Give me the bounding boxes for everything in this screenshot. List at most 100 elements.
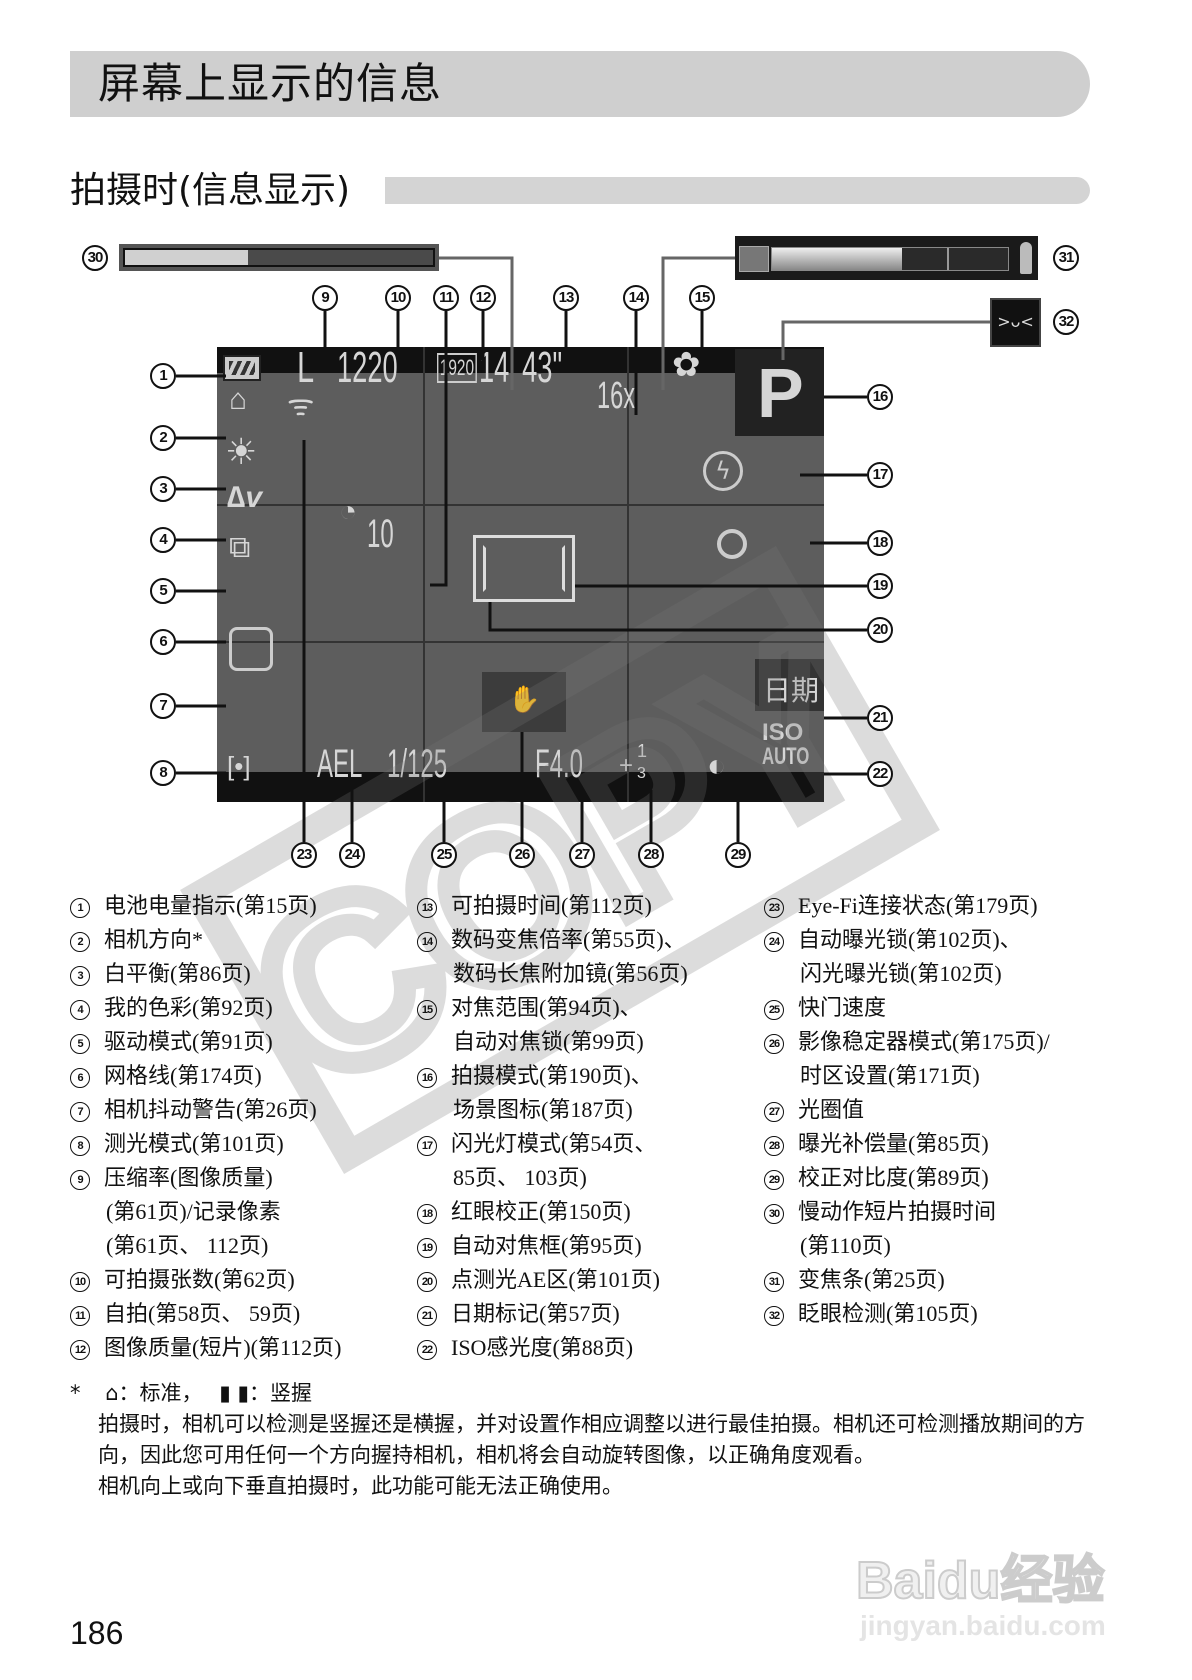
- legend-line: 29 校正对比度(第89页): [764, 1161, 989, 1195]
- legend-line: 85页、 103页): [417, 1161, 656, 1195]
- legend-number: 12: [70, 1340, 90, 1360]
- legend-number: 31: [764, 1272, 784, 1292]
- legend-text: 日期标记(第57页): [451, 1301, 620, 1326]
- camera-screen: L 1220 1920 14' 43" 16x ✿ P ⌂ ᯤ ☀ ∆v ⧉ […: [217, 347, 824, 802]
- callout-5: 5: [150, 578, 176, 604]
- image-stabilizer-box: ✋: [482, 672, 566, 732]
- callout-17: 17: [867, 462, 893, 488]
- shooting-mode-box: P: [735, 349, 824, 436]
- compression-icon: L: [297, 347, 315, 392]
- grid-line: [217, 641, 824, 643]
- battery-icon: [223, 355, 261, 381]
- legend-text: 可拍摄时间(第112页): [451, 893, 652, 918]
- legend-text: 眨眼检测(第105页): [798, 1301, 978, 1326]
- callout-11: 11: [433, 285, 459, 311]
- page-number: 186: [70, 1615, 124, 1651]
- callout-25: 25: [431, 842, 457, 868]
- my-colors-icon: ∆v: [227, 481, 263, 514]
- legend-number: 10: [70, 1272, 90, 1292]
- callout-13: 13: [553, 285, 579, 311]
- legend-number: 5: [70, 1034, 90, 1054]
- legend-text: 校正对比度(第89页): [798, 1165, 989, 1190]
- legend-number: 21: [417, 1306, 437, 1326]
- legend-number: 29: [764, 1170, 784, 1190]
- drive-mode-icon: ⧉: [229, 531, 251, 564]
- footnote-paragraph: 相机向上或向下垂直拍摄时，此功能可能无法正确使用。: [98, 1474, 623, 1498]
- legend-line: 闪光曝光锁(第102页): [764, 957, 1022, 991]
- legend-text: 自动对焦框(第95页): [451, 1233, 642, 1258]
- callout-28: 28: [638, 842, 664, 868]
- callout-19: 19: [867, 573, 893, 599]
- legend-number: 1: [70, 898, 90, 918]
- callout-3: 3: [150, 476, 176, 502]
- shutter-speed: 1/125: [387, 742, 448, 786]
- date-stamp: 日期: [763, 675, 820, 706]
- callout-6: 6: [150, 629, 176, 655]
- page-title-bar: 屏幕上显示的信息: [70, 51, 1090, 117]
- digital-zoom: 16x: [597, 375, 635, 417]
- callout-8: 8: [150, 760, 176, 786]
- legend-line: 时区设置(第171页): [764, 1059, 1050, 1093]
- callout-9: 9: [312, 285, 338, 311]
- legend-text: 我的色彩(第92页): [104, 995, 273, 1020]
- legend-number: 26: [764, 1034, 784, 1054]
- callout-10: 10: [385, 285, 411, 311]
- callout-30: 30: [82, 245, 108, 271]
- legend-text: 自动曝光锁(第102页)、: [798, 927, 1022, 952]
- legend-number: 23: [764, 898, 784, 918]
- self-timer-seconds: 10: [367, 512, 394, 556]
- legend-number: 20: [417, 1272, 437, 1292]
- legend-text: 可拍摄张数(第62页): [104, 1267, 295, 1292]
- callout-26: 26: [509, 842, 535, 868]
- legend-text: Eye-Fi连接状态(第179页): [798, 893, 1038, 918]
- legend-number: 22: [417, 1340, 437, 1360]
- callout-18: 18: [867, 530, 893, 556]
- legend-line: 数码长焦附加镜(第56页): [417, 957, 688, 991]
- orientation-standard-icon: ⌂: [105, 1381, 119, 1405]
- callout-20: 20: [867, 617, 893, 643]
- legend-text: 相机抖动警告(第26页): [104, 1097, 317, 1122]
- legend-text: 时区设置(第171页): [800, 1063, 980, 1088]
- legend-item: 32 眨眼检测(第105页): [764, 1297, 978, 1331]
- orientation-vertical-icon-left: ▮: [219, 1381, 231, 1405]
- legend-text: 压缩率(图像质量): [104, 1165, 273, 1190]
- legend-text: 数码长焦附加镜(第56页): [453, 961, 688, 986]
- callout-29: 29: [725, 842, 751, 868]
- callout-7: 7: [150, 693, 176, 719]
- shots-remaining: 1220: [337, 347, 398, 392]
- orientation-standard-label: ：标准，: [118, 1381, 203, 1405]
- zoom-bar-fill: [772, 248, 902, 270]
- legend-number: 32: [764, 1306, 784, 1326]
